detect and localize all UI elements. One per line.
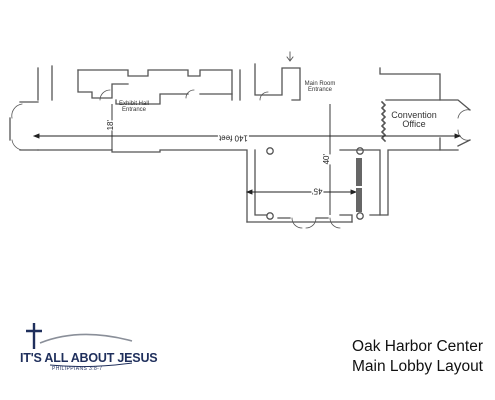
logo-subtitle: PHILIPPIANS 3:8-7 — [52, 366, 103, 372]
width45-arrow-left — [245, 189, 253, 195]
exhibit-recess — [77, 69, 233, 105]
width-18-label: 18' — [106, 119, 116, 131]
corridor-bottom-wall — [37, 137, 441, 223]
office-walls — [385, 99, 471, 151]
cross-logo — [26, 323, 133, 368]
length-dimension-label: 140 feet — [218, 133, 249, 143]
underline-swoosh — [49, 362, 133, 368]
page-subtitle: Main Lobby Layout — [352, 358, 483, 375]
column — [356, 212, 364, 220]
registration-table — [356, 158, 362, 186]
corridor-top-wall — [37, 63, 441, 101]
column — [266, 147, 274, 155]
exhibit-hall-entrance-label: Exhibit Hall Entrance — [118, 101, 149, 114]
depth-40-label: 40' — [322, 153, 332, 165]
lobby-walls — [246, 149, 381, 223]
door-swings — [11, 89, 471, 229]
page-title: Oak Harbor Center — [352, 338, 483, 355]
length-arrow-right — [454, 133, 462, 139]
entry-arrow — [286, 51, 294, 62]
cross-icon — [26, 323, 42, 349]
length-arrow-left — [32, 133, 40, 139]
logo-text: IT'S ALL ABOUT JESUS — [20, 351, 158, 365]
left-end-wall — [9, 101, 39, 151]
column — [266, 212, 274, 220]
convention-office-label: Convention Office — [391, 110, 437, 130]
width-45-label: 45' — [311, 186, 324, 196]
accordion-wall — [380, 100, 387, 143]
registration-table — [356, 188, 362, 212]
width45-arrow-right — [350, 189, 358, 195]
swoosh-icon — [39, 333, 133, 344]
column — [356, 147, 364, 155]
main-room-entrance-label: Main Room Entrance — [304, 81, 336, 94]
